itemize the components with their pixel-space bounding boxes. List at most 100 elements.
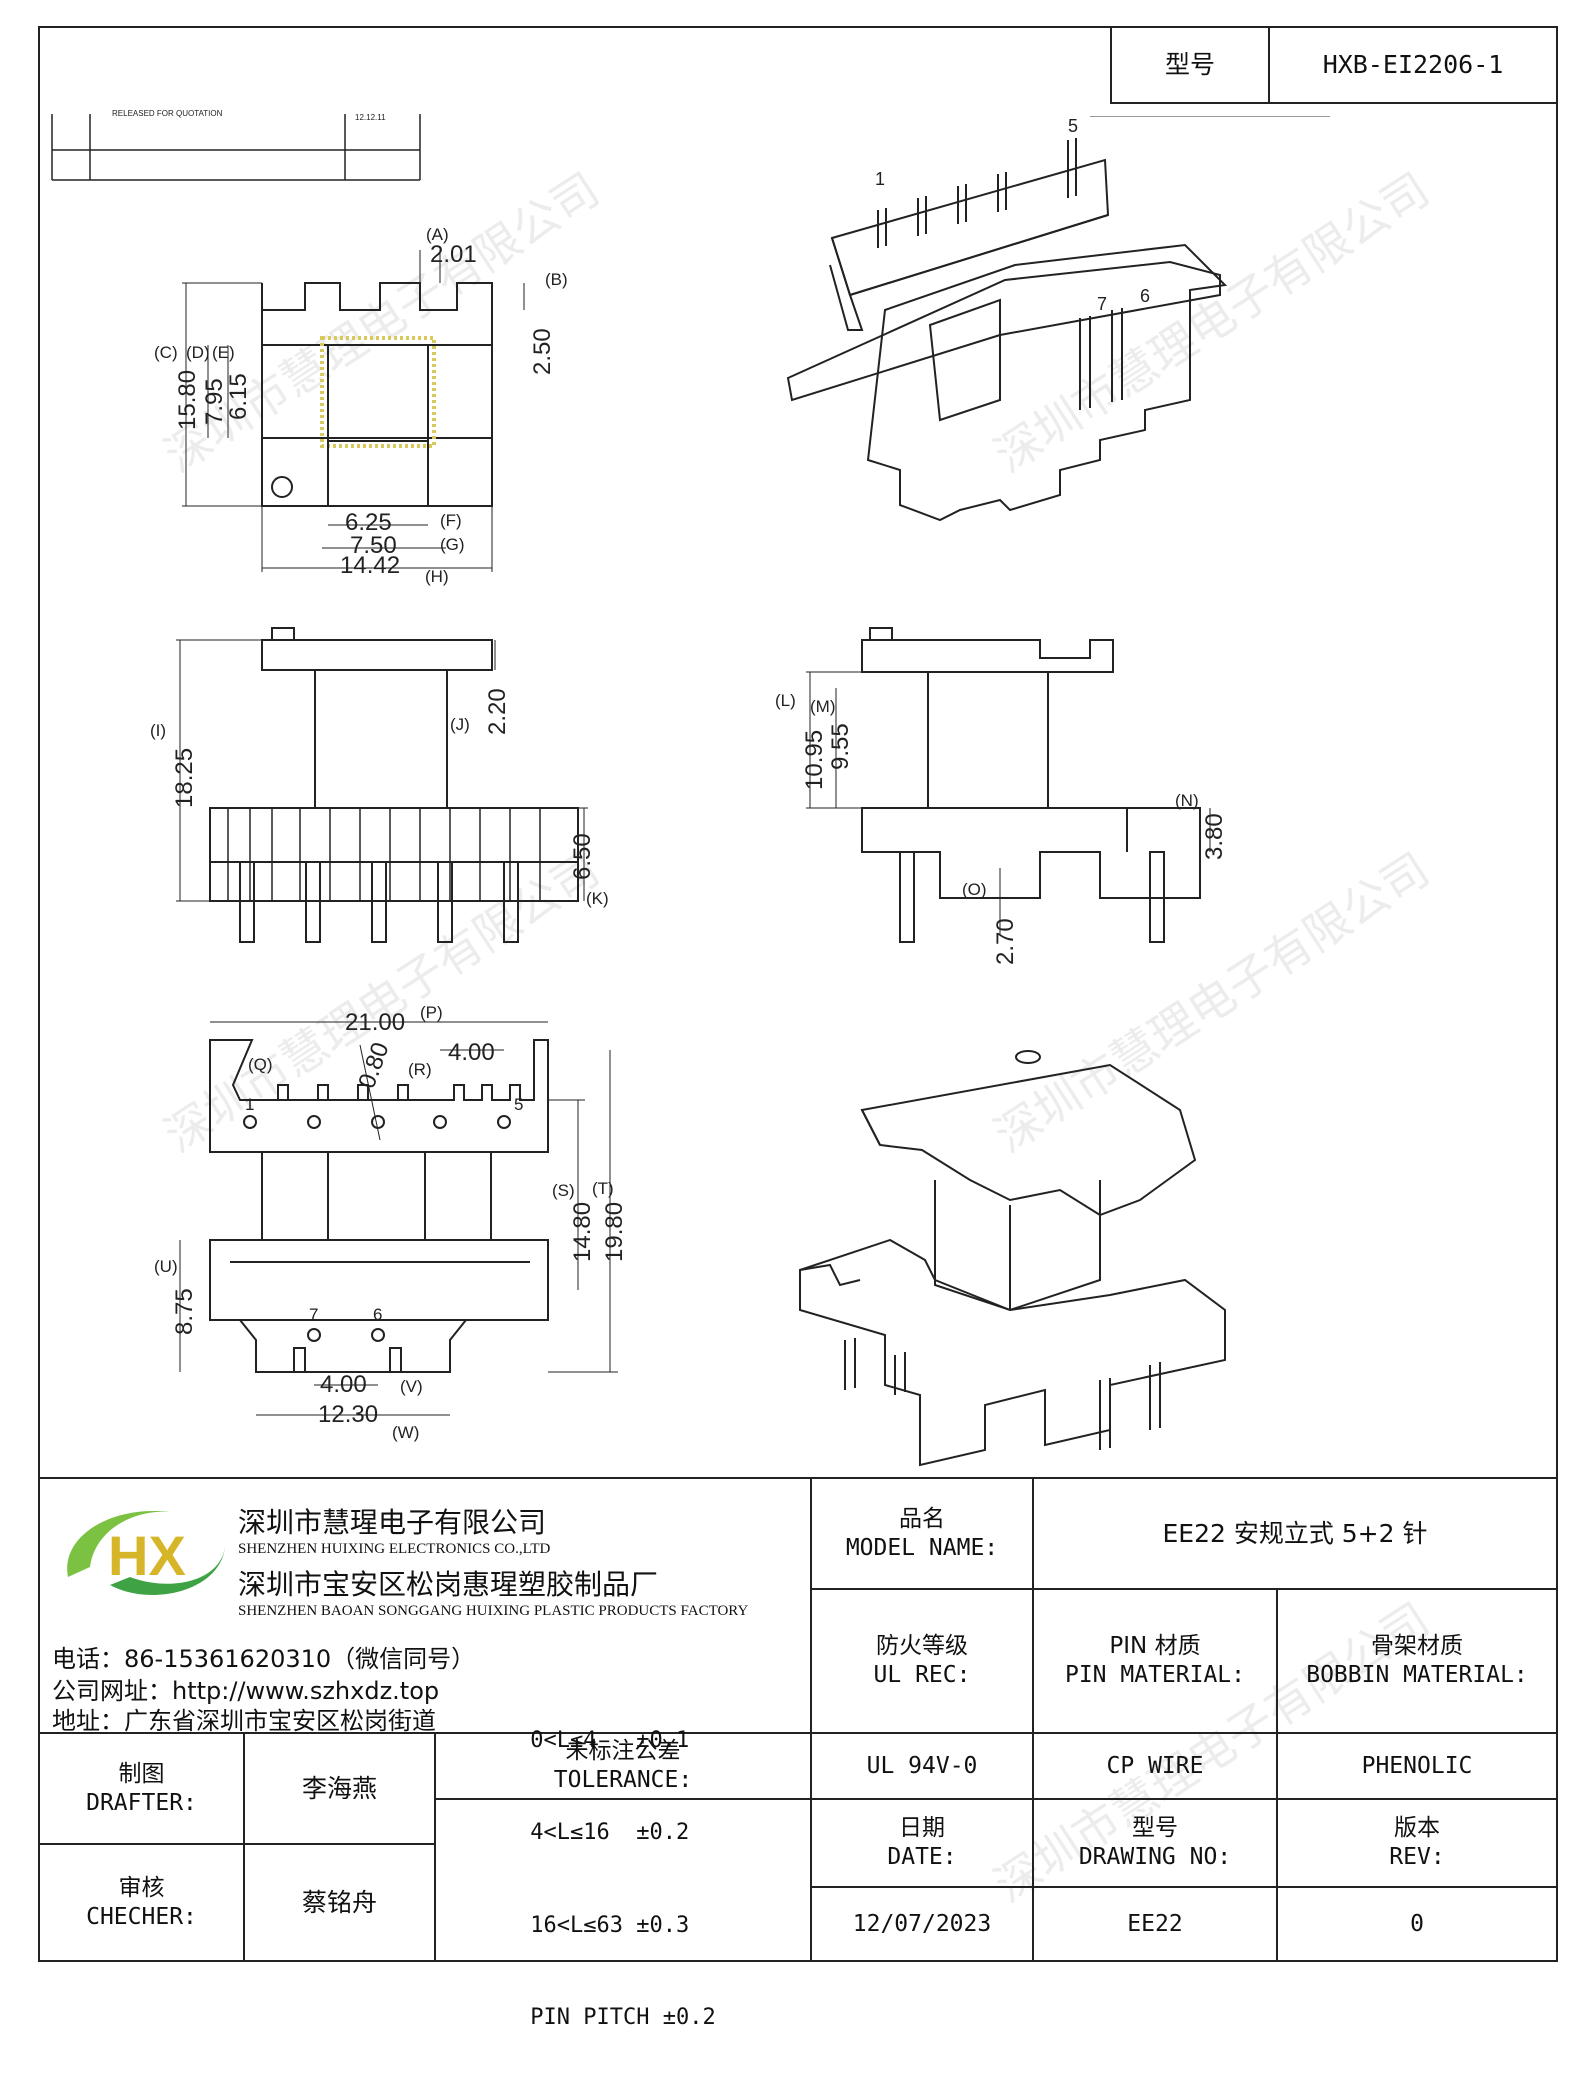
tolerance-label-en: TOLERANCE: bbox=[553, 1767, 693, 1793]
header-type-value: HXB-EI2206-1 bbox=[1268, 26, 1558, 104]
header-type-label-text: 型号 bbox=[1164, 50, 1215, 80]
address: 地址：广东省深圳市宝安区松岗街道 bbox=[52, 1707, 436, 1735]
pin-label-7: 7 bbox=[309, 1305, 318, 1324]
label-o: (O) bbox=[962, 880, 987, 899]
label-i: (I) bbox=[150, 721, 166, 740]
label-u: (U) bbox=[154, 1257, 178, 1276]
label-m: (M) bbox=[810, 697, 835, 716]
label-p: (P) bbox=[420, 1003, 443, 1022]
tolerance-line: 0<L≤4 ±0.1 bbox=[530, 1728, 690, 1754]
date-value: 12/07/2023 bbox=[810, 1886, 1034, 1962]
dim-bottom-21-00: 21.00 bbox=[345, 1009, 405, 1036]
pin-material-value-text: CP WIRE bbox=[1106, 1752, 1204, 1779]
checker-label-en: CHECHER: bbox=[86, 1903, 197, 1930]
date-label: 日期 DATE: bbox=[810, 1798, 1034, 1888]
tolerance-line: 16<L≤63 ±0.3 bbox=[530, 1912, 690, 1938]
pin-material-value: CP WIRE bbox=[1032, 1732, 1278, 1800]
label-j: (J) bbox=[450, 715, 470, 734]
rev-label: 版本 REV: bbox=[1276, 1798, 1558, 1888]
label-h: (H) bbox=[425, 567, 449, 586]
pin-label-6: 6 bbox=[373, 1305, 382, 1324]
rev-label-en: REV: bbox=[1389, 1844, 1445, 1870]
label-v: (V) bbox=[400, 1377, 423, 1396]
ul-label-cn: 防火等级 bbox=[876, 1633, 968, 1660]
iso-pin-5: 5 bbox=[1068, 116, 1078, 136]
label-k: (K) bbox=[586, 889, 609, 908]
technical-drawing: RELEASED FOR QUOTATION 12.12.11 2.01 2.5… bbox=[51, 109, 1228, 1467]
tolerance-line: 4<L≤16 ±0.2 bbox=[530, 1820, 690, 1846]
drawing-no-value: EE22 bbox=[1032, 1886, 1278, 1962]
drafter-label: 制图 DRAFTER: bbox=[38, 1732, 245, 1845]
website: 公司网址：http://www.szhxdz.top bbox=[52, 1677, 440, 1705]
date-value-text: 12/07/2023 bbox=[852, 1910, 992, 1937]
pin-material-label: PIN 材质 PIN MATERIAL: bbox=[1032, 1588, 1278, 1734]
label-g: (G) bbox=[440, 535, 465, 554]
label-t: (T) bbox=[592, 1179, 614, 1198]
label-r: (R) bbox=[408, 1060, 432, 1079]
dim-front-6-50: 6.50 bbox=[569, 833, 596, 880]
drawing-no-label-cn: 型号 bbox=[1132, 1815, 1178, 1842]
label-a: (A) bbox=[426, 225, 449, 244]
side-view: 10.95 9.55 3.80 2.70 (L) (M) (N) (O) bbox=[775, 627, 1228, 965]
dim-side-10-95: 10.95 bbox=[801, 730, 828, 790]
dim-front-18-25: 18.25 bbox=[171, 748, 198, 808]
iso-pin-1: 1 bbox=[875, 169, 885, 189]
rev-label-cn: 版本 bbox=[1394, 1815, 1440, 1842]
date-label-cn: 日期 bbox=[899, 1815, 945, 1842]
iso-view-bottom bbox=[799, 1050, 1226, 1467]
checker-value: 蔡铭舟 bbox=[243, 1843, 436, 1962]
label-s: (S) bbox=[552, 1181, 575, 1200]
model-value-text: EE22 安规立式 5+2 针 bbox=[1162, 1518, 1428, 1548]
company-name-en: SHENZHEN HUIXING ELECTRONICS CO.,LTD bbox=[238, 1541, 551, 1557]
checker-label: 审核 CHECHER: bbox=[38, 1843, 245, 1962]
drawing-no-value-text: EE22 bbox=[1127, 1910, 1183, 1937]
bobbin-material-value-text: PHENOLIC bbox=[1361, 1752, 1473, 1779]
pin-label-cn: PIN 材质 bbox=[1109, 1633, 1201, 1660]
dim-bottom-12-30: 12.30 bbox=[318, 1401, 378, 1428]
label-f: (F) bbox=[440, 511, 462, 530]
bobbin-material-label: 骨架材质 BOBBIN MATERIAL: bbox=[1276, 1588, 1558, 1734]
dim-bottom-4-00: 4.00 bbox=[320, 1371, 367, 1398]
checker-label-cn: 审核 bbox=[118, 1874, 165, 1901]
bottom-view: 21.00 0.80 4.00 14.80 19.80 8.75 4.00 12… bbox=[154, 1003, 628, 1442]
bobbin-label-cn: 骨架材质 bbox=[1371, 1633, 1463, 1660]
pin-label-5: 5 bbox=[514, 1095, 523, 1114]
rev-value: 0 bbox=[1276, 1886, 1558, 1962]
dim-top-7-50: 7.50 bbox=[350, 532, 397, 559]
top-view: 2.01 2.50 15.80 7.95 6.15 6.25 7.50 14.4… bbox=[154, 225, 568, 586]
drawing-no-label: 型号 DRAWING NO: bbox=[1032, 1798, 1278, 1888]
ul-value: UL 94V-0 bbox=[810, 1732, 1034, 1800]
label-w: (W) bbox=[392, 1423, 419, 1442]
dim-bottom-0-80: 0.80 bbox=[353, 1039, 394, 1092]
dim-top-14-42: 14.42 bbox=[340, 552, 400, 579]
iso-pin-6: 6 bbox=[1140, 286, 1150, 306]
iso-pin-7: 7 bbox=[1097, 294, 1107, 314]
label-n: (N) bbox=[1175, 791, 1199, 810]
tolerance-line: PIN PITCH ±0.2 bbox=[530, 2005, 716, 2031]
header-type-value-text: HXB-EI2206-1 bbox=[1322, 50, 1504, 80]
dim-top-15-80: 15.80 bbox=[174, 370, 201, 430]
tolerance-label: 未标注公差 TOLERANCE: bbox=[434, 1732, 812, 1800]
front-view: 18.25 2.20 6.50 (I) (J) (K) bbox=[150, 627, 609, 943]
drafter-value: 李海燕 bbox=[243, 1732, 436, 1845]
dim-bottom-19-80: 19.80 bbox=[601, 1202, 628, 1262]
phone: 电话：86-15361620310（微信同号） bbox=[52, 1645, 476, 1673]
checker-value-text: 蔡铭舟 bbox=[301, 1887, 377, 1917]
model-value: EE22 安规立式 5+2 针 bbox=[1032, 1477, 1558, 1590]
dim-top-6-15: 6.15 bbox=[225, 373, 252, 420]
label-d: (D) bbox=[186, 343, 210, 362]
bobbin-label-en: BOBBIN MATERIAL: bbox=[1306, 1662, 1528, 1688]
dim-front-2-20: 2.20 bbox=[484, 688, 511, 735]
company-name-cn: 深圳市慧瑆电子有限公司 bbox=[238, 1506, 547, 1539]
header-underline bbox=[1090, 116, 1330, 117]
ul-label: 防火等级 UL REC: bbox=[810, 1588, 1034, 1734]
dim-side-2-70: 2.70 bbox=[992, 918, 1019, 965]
model-label-cn: 品名 bbox=[899, 1505, 945, 1532]
label-l: (L) bbox=[775, 691, 796, 710]
dim-top-2-01: 2.01 bbox=[430, 241, 477, 268]
company-logo: HX bbox=[67, 1511, 225, 1596]
dim-bottom-8-75: 8.75 bbox=[171, 1288, 198, 1335]
label-q: (Q) bbox=[248, 1055, 273, 1074]
label-b: (B) bbox=[545, 270, 568, 289]
dim-top-6-25: 6.25 bbox=[345, 509, 392, 536]
